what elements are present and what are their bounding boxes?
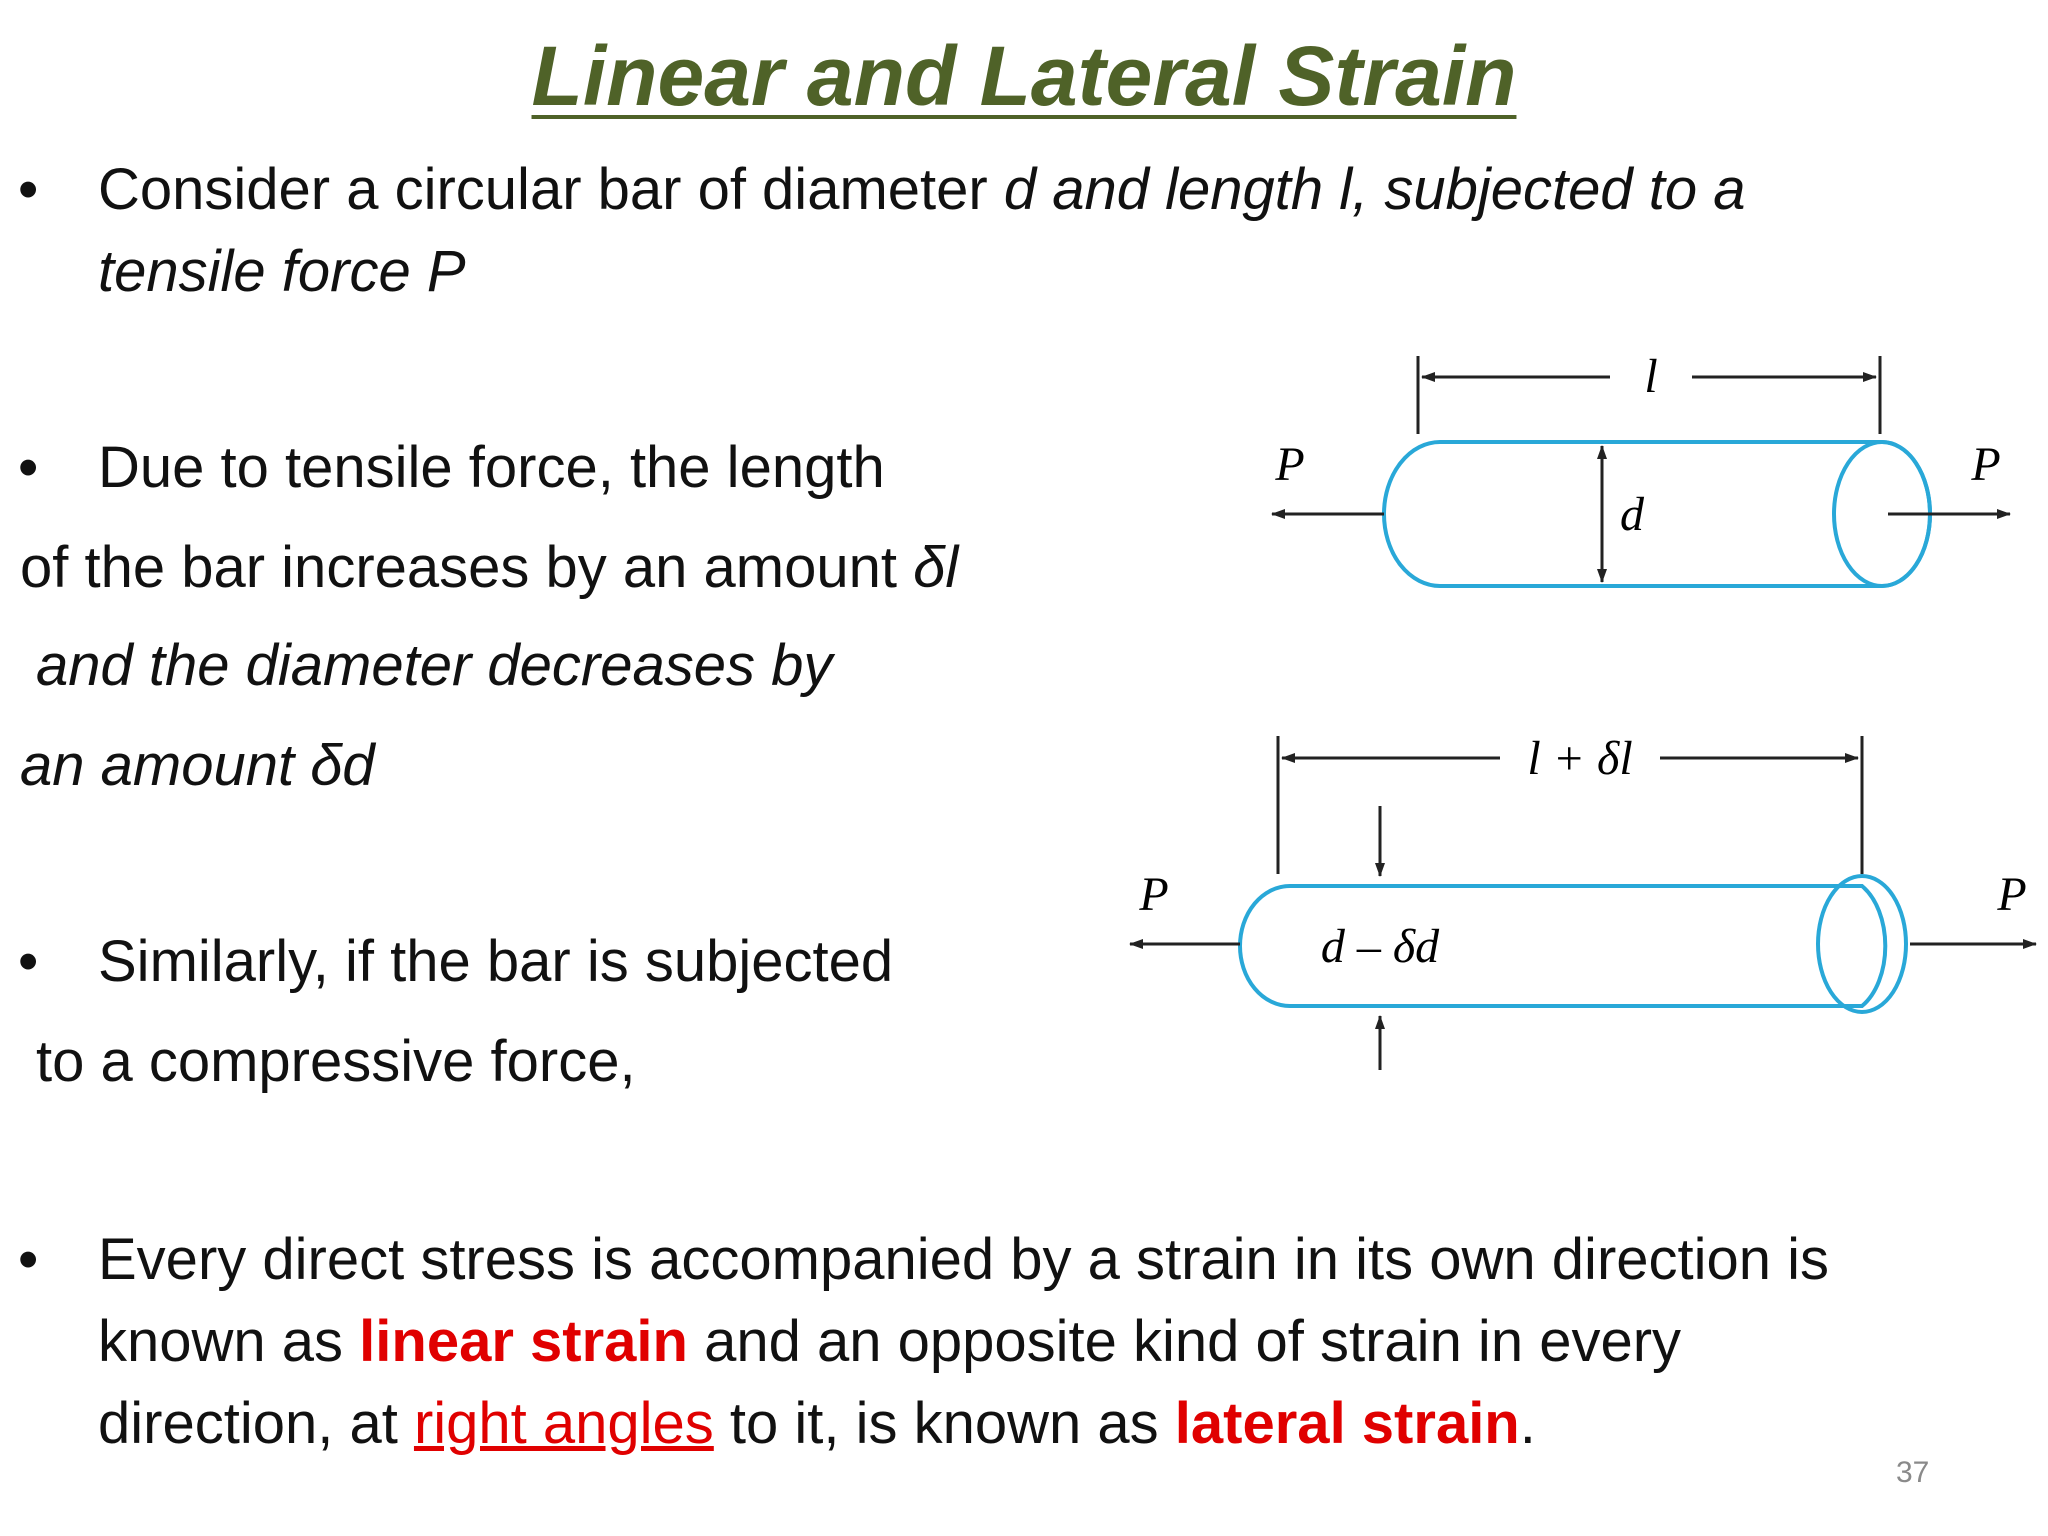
p1-line1: Consider a circular bar of diameter d an… <box>98 156 1745 223</box>
p4-line2: known as linear strain and an opposite k… <box>98 1308 1681 1375</box>
p4-line1: Every direct stress is accompanied by a … <box>98 1227 1830 1292</box>
p4-line2-a: known as <box>98 1309 360 1374</box>
bottom-force-label-left: P <box>1138 868 1168 921</box>
p4-line3: direction, at right angles to it, is kno… <box>98 1390 1536 1457</box>
linear-strain-term: linear strain <box>359 1309 688 1374</box>
top-bar-diagram: l d P P <box>1271 350 2011 588</box>
bottom-bar-body <box>1238 884 1888 1008</box>
slide-title: Linear and Lateral Strain <box>531 29 1517 123</box>
top-length-label: l <box>1644 350 1657 403</box>
bullet-1: • <box>18 157 39 222</box>
bottom-length-label: l + δl <box>1527 732 1632 785</box>
right-angles-link[interactable]: right angles <box>413 1391 714 1456</box>
p2-line1: Due to tensile force, the length <box>98 435 885 500</box>
p3-line2: to a compressive force, <box>36 1029 636 1094</box>
bottom-diameter-label: d – δd <box>1321 920 1440 973</box>
lateral-strain-term: lateral strain <box>1174 1391 1520 1456</box>
p2-line2-italic: δl <box>913 535 959 600</box>
top-force-label-right: P <box>1970 438 2000 491</box>
bottom-bar-end-face <box>1816 874 1908 1014</box>
p1-line1-plain: Consider a circular bar of diameter <box>98 157 1004 222</box>
p4-line3-c: . <box>1519 1391 1536 1456</box>
bullet-2: • <box>18 435 39 500</box>
p1-line2: tensile force P <box>98 239 466 304</box>
p4-line2-b: and an opposite kind of strain in every <box>687 1309 1682 1374</box>
p1-line1-italic: d and length l, subjected to a <box>1003 157 1746 222</box>
bottom-bar-diagram: l + δl d – δd P P <box>1129 732 2037 1070</box>
top-diameter-label: d <box>1620 488 1645 541</box>
p3-line1: Similarly, if the bar is subjected <box>98 929 894 994</box>
p4-line3-b: to it, is known as <box>713 1391 1175 1456</box>
bullet-3: • <box>18 929 39 994</box>
p4-line3-a: direction, at <box>98 1391 414 1456</box>
p2-line2-plain: of the bar increases by an amount <box>20 535 914 600</box>
p2-line4: an amount δd <box>20 733 375 798</box>
bottom-force-label-right: P <box>1996 868 2026 921</box>
bullet-4: • <box>18 1227 39 1292</box>
p2-line3: and the diameter decreases by <box>36 633 833 698</box>
page-number: 37 <box>1896 1456 1930 1489</box>
p2-line2: of the bar increases by an amount δl <box>20 534 958 601</box>
top-force-label-left: P <box>1274 438 1304 491</box>
